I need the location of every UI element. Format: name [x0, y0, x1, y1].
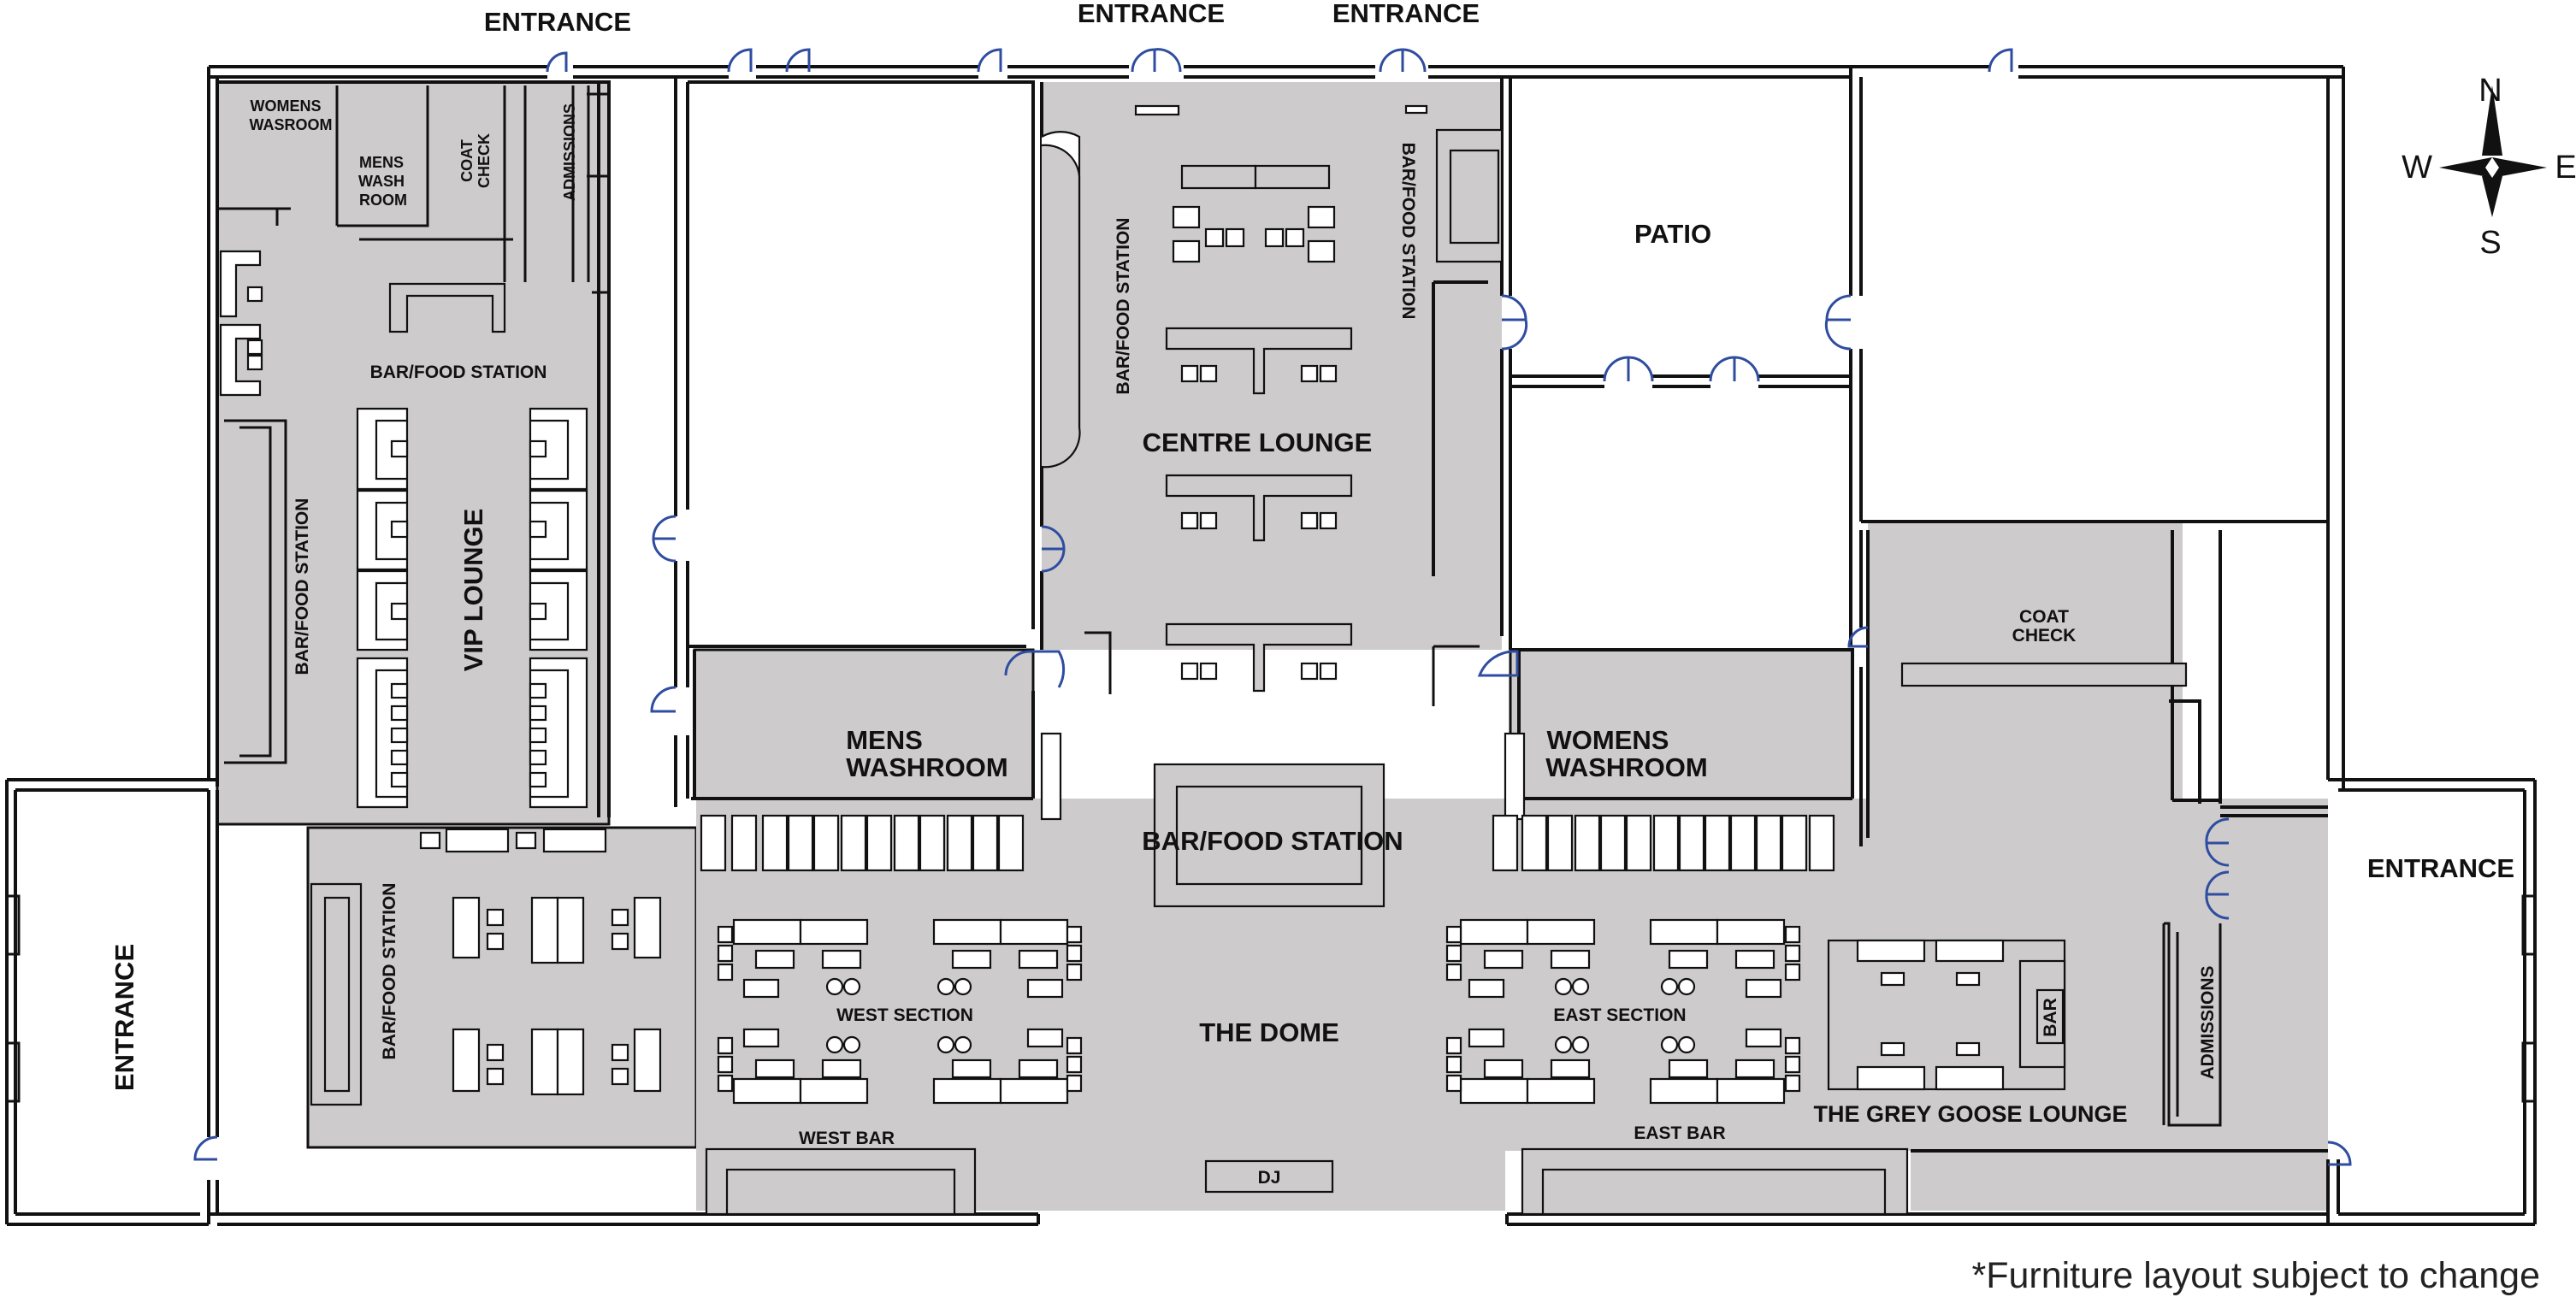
compass-w-label: W — [2402, 150, 2432, 186]
the-dome-label: THE DOME — [1199, 1017, 1339, 1047]
coat-check-vip-label-2: CHECK — [476, 133, 493, 188]
compass-rose: N S W E — [2402, 73, 2576, 261]
vip-left-booths — [356, 407, 409, 809]
entrance-label-west: ENTRANCE — [109, 944, 139, 1091]
coat-check-vip-label-1: COAT — [458, 139, 476, 182]
bar-food-station-vip-side-label: BAR/FOOD STATION — [292, 498, 312, 675]
mens-wash-room-label-1: MENS — [359, 154, 404, 171]
mens-washroom-label-2: WASHROOM — [846, 752, 1007, 782]
walls — [5, 65, 2537, 1226]
furniture-footnote: *Furniture layout subject to change — [1971, 1255, 2540, 1296]
bar-food-station-dome-label: BAR/FOOD STATION — [1142, 826, 1403, 856]
entrance-label-top-center-left: ENTRANCE — [1078, 0, 1225, 28]
womens-wasroom-label-2: WASROOM — [250, 116, 333, 133]
mens-washroom-label-1: MENS — [846, 725, 923, 755]
centre-lounge-zone — [1042, 82, 1502, 650]
doors — [193, 48, 2352, 1166]
east-section-label: EAST SECTION — [1553, 1005, 1686, 1025]
east-zone — [1868, 522, 2183, 799]
east-counter — [1492, 814, 1835, 872]
east-bar-label: EAST BAR — [1634, 1123, 1725, 1143]
bar-grey-goose-label: BAR — [2041, 998, 2060, 1037]
east-admissions-zone — [2169, 804, 2328, 1125]
bar-food-station-centre-right-label: BAR/FOOD STATION — [1398, 143, 1418, 320]
entrance-label-top-center-right: ENTRANCE — [1332, 0, 1480, 28]
vip-lower-zone — [306, 826, 698, 1149]
compass-south-arrow — [2482, 176, 2502, 217]
dj-label: DJ — [1258, 1168, 1281, 1188]
grey-goose-lounge-label: THE GREY GOOSE LOUNGE — [1813, 1101, 2127, 1127]
entrance-label-east: ENTRANCE — [2367, 853, 2514, 883]
zones — [216, 80, 2328, 1211]
womens-washroom-label-2: WASHROOM — [1545, 752, 1707, 782]
east-section-pods — [1445, 918, 1801, 1105]
west-counter — [700, 732, 1526, 872]
patio-label: PATIO — [1634, 219, 1711, 249]
bar-food-station-lower-left-label: BAR/FOOD STATION — [380, 883, 399, 1060]
dome-furniture — [700, 662, 2188, 1216]
compass-north-arrow — [2482, 85, 2502, 156]
bar-food-station-vip-top-label: BAR/FOOD STATION — [370, 363, 547, 382]
compass-s-label: S — [2479, 225, 2501, 261]
centre-lounge-furniture — [1041, 104, 1504, 908]
labels: ENTRANCE ENTRANCE ENTRANCE ENTRANCE ENTR… — [109, 0, 2514, 1188]
coat-check-east-label-2: CHECK — [2012, 626, 2077, 646]
womens-wasroom-label-1: WOMENS — [251, 97, 322, 115]
admissions-east-label: ADMISSIONS — [2198, 965, 2218, 1079]
vip-furniture — [219, 250, 662, 1106]
west-bar-label: WEST BAR — [799, 1129, 895, 1148]
centre-lounge-label: CENTRE LOUNGE — [1143, 427, 1373, 457]
dome-zone — [696, 799, 2328, 1211]
entrance-label-top-left: ENTRANCE — [484, 7, 631, 37]
compass-west-arrow — [2439, 157, 2492, 178]
womens-washroom-label-1: WOMENS — [1547, 725, 1669, 755]
vip-right-booths — [529, 407, 588, 809]
compass-e-label: E — [2555, 150, 2576, 186]
west-section-pods — [717, 918, 1083, 1105]
compass-east-arrow — [2492, 157, 2547, 178]
west-section-label: WEST SECTION — [836, 1005, 973, 1025]
compass-n-label: N — [2479, 73, 2502, 109]
mens-wash-room-label-3: ROOM — [359, 192, 407, 209]
vip-lounge-label: VIP LOUNGE — [458, 509, 488, 672]
mens-wash-room-label-2: WASH — [358, 173, 405, 190]
coat-check-east-label-1: COAT — [2019, 607, 2069, 627]
admissions-vip-label: ADMISSIONS — [561, 103, 578, 201]
bar-food-station-centre-left-label: BAR/FOOD STATION — [1114, 218, 1133, 395]
